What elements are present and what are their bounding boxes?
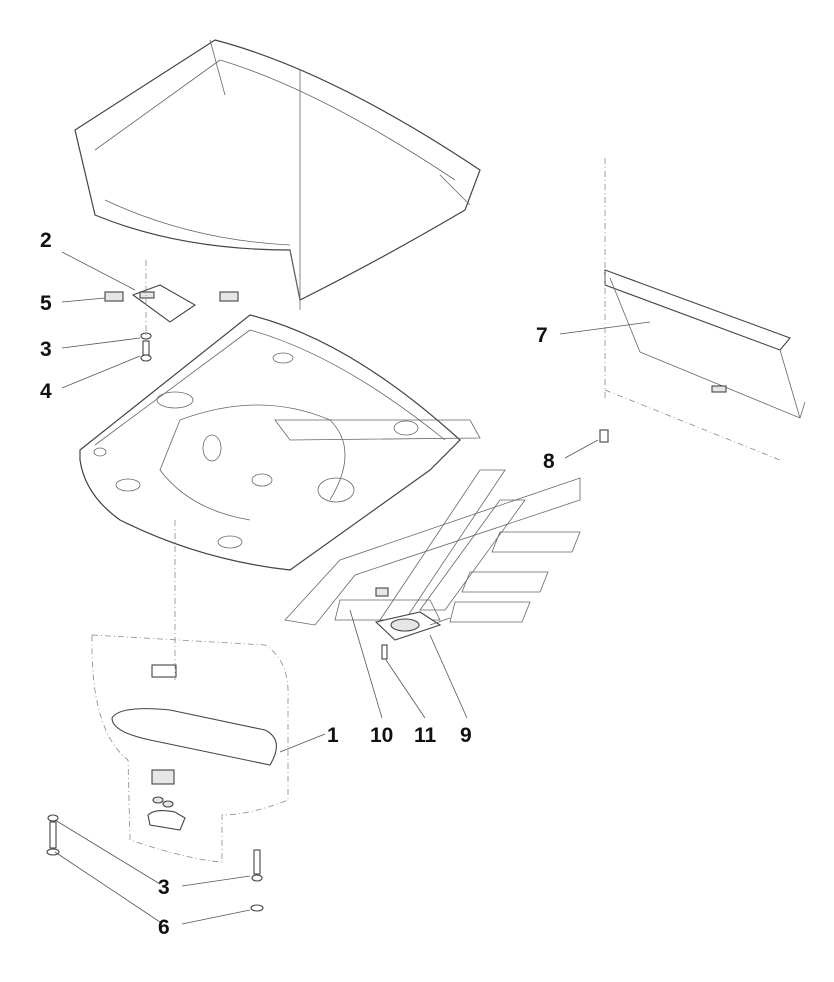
clip-5-right [219,291,239,302]
callout-1: 1 [327,724,339,747]
leader-lines [54,251,651,925]
callout-3-lower: 3 [158,876,170,899]
callout-10: 10 [370,724,393,747]
screw-6-right [250,849,264,912]
callout-3-upper: 3 [40,338,52,361]
console-1 [91,634,289,863]
callout-6: 6 [158,916,170,939]
clip-8 [599,429,609,443]
callout-2: 2 [40,229,52,252]
clip-10 [375,587,389,597]
roof-frame [74,39,481,310]
screw-11 [381,644,388,660]
callout-9: 9 [460,724,472,747]
callout-5: 5 [40,292,52,315]
callout-7: 7 [536,324,548,347]
clip-5-left [104,291,124,302]
callout-11: 11 [414,724,437,747]
bracket-2 [131,284,197,323]
callouts: 2 5 3 4 7 8 1 10 11 9 3 6 [40,229,555,939]
headliner-panel [79,314,461,571]
dome-lamp-9 [374,611,451,641]
screw-6-left [46,814,60,856]
screw-4-upper [140,340,152,362]
callout-4: 4 [40,380,52,403]
sunshade-7 [604,158,806,461]
callout-8: 8 [543,450,555,473]
sensor-bracket-frame [274,419,581,626]
